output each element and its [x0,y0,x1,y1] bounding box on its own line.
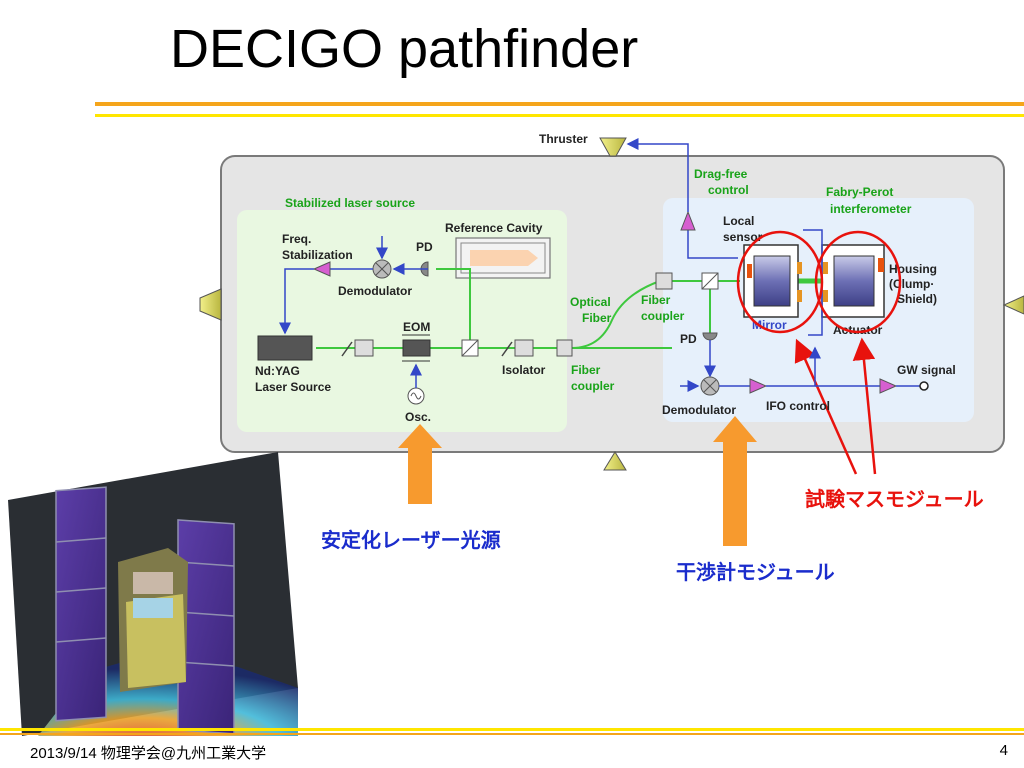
test-mass-jp-label: 試験マスモジュール [805,489,984,511]
local-sensor-label-2: sensor [723,230,763,244]
page-number: 4 [999,742,1008,759]
isolator [514,339,534,357]
interferometer-jp-label: 干渉計モジュール [676,562,835,584]
slide-title: DECIGO pathfinder [170,19,639,79]
optical-fiber-label: Optical [570,295,611,309]
fiber-coupler-right-label: Fiber [641,293,671,307]
drag-free-label-2: control [708,183,749,197]
amplifier-drag-free-icon [680,210,696,231]
demodulator-right-label: Demodulator [662,403,736,417]
fiber-coupler-left [556,339,573,357]
satellite-image [8,452,298,736]
eom [402,339,431,357]
thruster-bottom-icon [603,451,627,471]
pd-right-label: PD [680,332,697,346]
fiber-coupler-right-label-2: coupler [641,309,685,323]
fabry-perot-label-2: interferometer [830,202,912,216]
fiber-coupler-right [655,272,673,290]
interferometer-panel [663,198,974,422]
nd-yag-label-2: Laser Source [255,380,331,394]
mirror-mass [753,255,791,307]
freq-label: Freq. [282,232,311,246]
local-sensor-label: Local [723,214,754,228]
fabry-perot-label: Fabry-Perot [826,185,893,199]
drag-free-label: Drag-free [694,167,748,181]
nd-yag-label: Nd:YAG [255,364,300,378]
housing-label-2: (Clump· [889,277,934,291]
eom-label: EOM [403,320,430,334]
laser-source-jp-label: 安定化レーザー光源 [321,530,501,552]
thruster-right-icon [1002,295,1024,315]
footer-rule-orange [0,733,1024,735]
orange-arrow-interferometer [713,416,757,546]
osc-label: Osc. [405,410,431,424]
footer-text: 2013/9/14 物理学会@九州工業大学 [30,745,267,762]
thruster-top-icon [599,137,627,157]
title-rule-orange [95,102,1024,106]
thruster-label: Thruster [539,132,588,146]
nd-yag-laser [257,335,313,361]
orange-arrow-laser [398,424,442,504]
title-rule-yellow [95,114,1024,117]
gw-output-icon [919,381,929,391]
actuator-label: Actuator [833,323,883,337]
thruster-left-icon [199,288,222,321]
amplifier-ifo-icon [749,378,768,394]
footer-rule-yellow [0,728,1024,731]
red-circle-mirror [736,230,824,334]
housing-label-3: Shield) [897,292,937,306]
reference-cavity-label: Reference Cavity [445,221,543,235]
amplifier-left-icon [312,261,331,277]
isolator-label: Isolator [502,363,546,377]
ifo-control-label: IFO control [766,399,830,413]
pd-right-icon [702,332,718,341]
housing-label: Housing [889,262,937,276]
fiber-coupler-left-label: Fiber [571,363,601,377]
fiber-coupler-left-label-2: coupler [571,379,615,393]
amplifier-gw-icon [879,378,898,394]
demodulator-left-label: Demodulator [338,284,412,298]
pd-left-label: PD [416,240,433,254]
freq-label-2: Stabilization [282,248,353,262]
gw-signal-label: GW signal [897,363,956,377]
stabilized-laser-source-label: Stabilized laser source [285,196,415,210]
red-circle-actuator [814,230,902,334]
mirror-label: Mirror [752,318,787,332]
optical-fiber-label-2: Fiber [582,311,612,325]
actuator-mass [833,255,875,307]
